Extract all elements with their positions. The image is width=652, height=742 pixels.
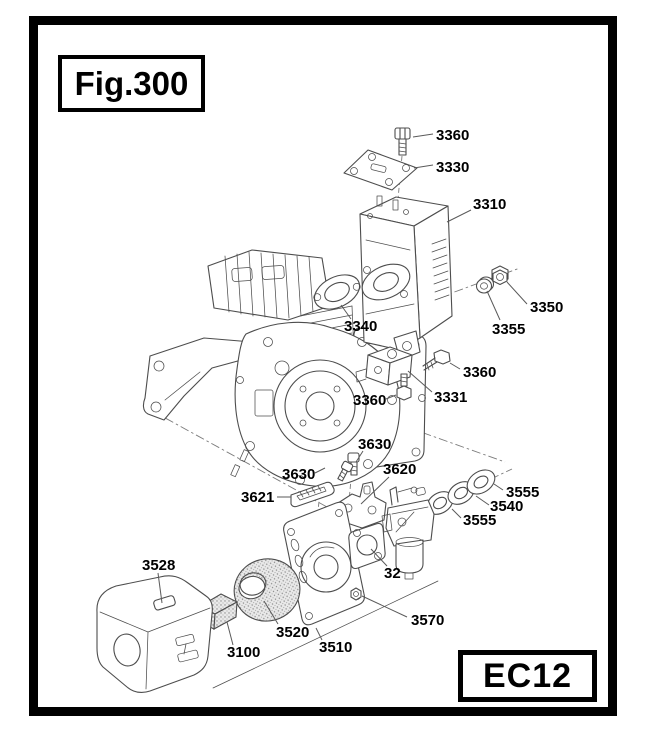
insulator-gaskets-drawing <box>426 469 496 515</box>
leader-lines <box>157 133 528 646</box>
callout-3355: 3355 <box>492 321 525 338</box>
model-code: EC12 <box>482 656 573 695</box>
insulator-gasket-outer-drawing <box>466 469 496 495</box>
callout-3510: 3510 <box>319 639 352 656</box>
crankcase-studs <box>230 449 250 478</box>
head-fins <box>224 251 314 319</box>
callout-3555-inner: 3555 <box>463 512 496 529</box>
callout-3310: 3310 <box>473 196 506 213</box>
callout-3520: 3520 <box>276 624 309 641</box>
callout-3620: 3620 <box>383 461 416 478</box>
figure-number-box: Fig.300 <box>58 55 205 112</box>
exhaust-gasket-drawing <box>313 274 361 310</box>
air-cleaner-cover-drawing <box>96 575 213 693</box>
callout-3340: 3340 <box>344 318 377 335</box>
callout-3360-lower: 3360 <box>353 392 386 409</box>
air-filter-element-drawing <box>233 558 301 622</box>
callout-3350: 3350 <box>530 299 563 316</box>
muffler-port-flange <box>361 263 411 301</box>
callout-3540: 3540 <box>490 498 523 515</box>
nut-3350-drawing <box>491 265 509 286</box>
model-code-box: EC12 <box>458 650 597 702</box>
cover-latch-clips <box>175 633 199 663</box>
bolt-3360-lower-drawing <box>396 373 412 401</box>
carburetor-gasket-drawing <box>348 522 386 570</box>
muffler-louvers <box>431 238 450 301</box>
callout-3621: 3621 <box>241 489 274 506</box>
bolt-3360-right-drawing <box>422 349 451 371</box>
bracket-3331-drawing <box>355 346 413 386</box>
callout-3360-right: 3360 <box>463 364 496 381</box>
callout-3528: 3528 <box>142 557 175 574</box>
air-cleaner-base-drawing <box>283 501 365 626</box>
carburetor-drawing <box>381 486 435 580</box>
washer-3355-drawing <box>475 276 495 294</box>
callout-3555-outer: 3555 <box>506 484 539 501</box>
callout-32: 32 <box>384 565 401 582</box>
figure-number: Fig.300 <box>74 64 189 102</box>
muffler-cover-plate-drawing <box>343 149 418 191</box>
muffler-studs <box>367 195 409 219</box>
engine-block-drawing <box>142 249 427 487</box>
part-callouts: 3360 3330 3310 3350 3355 3340 3360 3331 … <box>142 127 563 661</box>
page-border <box>29 16 617 716</box>
callout-3630-left: 3630 <box>282 466 315 483</box>
callout-3360-top: 3360 <box>436 127 469 144</box>
muffler-drawing <box>359 195 453 361</box>
callout-3100: 3100 <box>227 644 260 661</box>
callout-3570: 3570 <box>411 612 444 629</box>
flange-nut-drawing <box>350 587 362 601</box>
callout-3331: 3331 <box>434 389 467 406</box>
governor-plate-drawing <box>290 481 335 508</box>
linkage-bolt-left-drawing <box>337 460 354 482</box>
callout-3330: 3330 <box>436 159 469 176</box>
callout-3630-upper: 3630 <box>358 436 391 453</box>
bolt-3360-top-drawing <box>394 127 411 156</box>
